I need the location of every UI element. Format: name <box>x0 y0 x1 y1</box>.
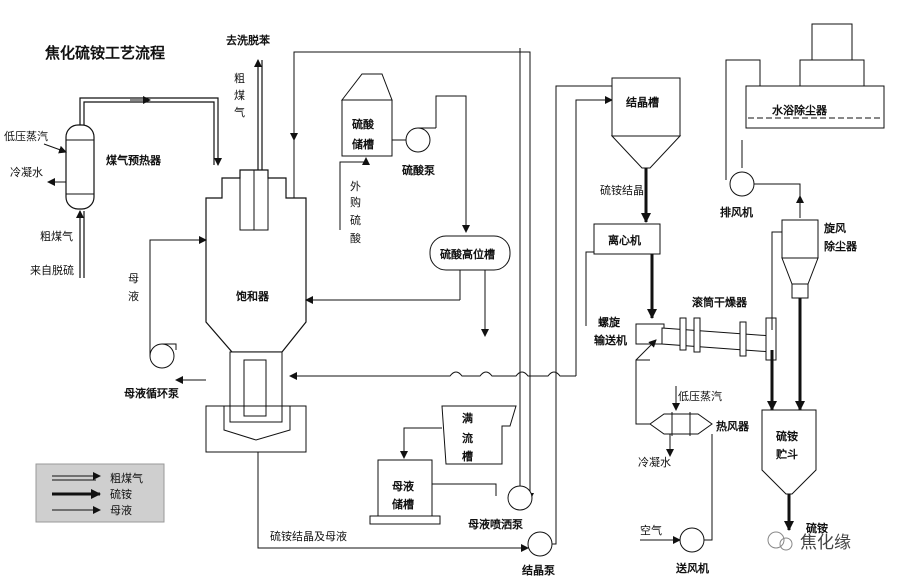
overflow-tank-label: 满 <box>462 411 473 425</box>
mother-storage-label-2: 储槽 <box>392 497 414 511</box>
overflow-tank-label-2: 流 <box>462 431 473 445</box>
air-heater <box>649 412 713 436</box>
crude-gas-vertical-label: 粗 <box>234 72 245 85</box>
purchased-acid-label-4: 酸 <box>350 231 361 245</box>
am-product-label: 硫铵 <box>806 521 828 535</box>
mother-liquor-label: 母 <box>128 272 139 285</box>
drum-dryer <box>661 317 777 361</box>
am-hopper-label-2: 贮斗 <box>775 447 798 461</box>
legend-label-gas: 粗煤气 <box>110 471 143 485</box>
mother-spray-pump-label: 母液喷洒泵 <box>468 517 523 531</box>
am-hopper <box>761 409 817 495</box>
cyclone-label-2: 除尘器 <box>824 239 858 253</box>
legend: 粗煤气 硫铵 母液 <box>35 463 165 523</box>
mother-storage <box>369 459 441 525</box>
purchased-acid-label-3: 硫 <box>350 213 361 227</box>
centrifuge <box>593 223 661 255</box>
watermark-text: 焦化缘 <box>800 533 851 553</box>
saturator <box>205 169 307 453</box>
mother-liquor-label-2: 液 <box>128 289 139 303</box>
mother-circ-pump <box>149 343 177 369</box>
gas-preheater <box>65 124 95 210</box>
am-hopper-label: 硫铵 <box>776 429 798 443</box>
gas-preheater-label: 煤气预热器 <box>106 153 162 167</box>
mother-circ-pump-label: 母液循环泵 <box>124 386 179 400</box>
blower-label: 送风机 <box>675 561 709 575</box>
condensate-right-label: 冷凝水 <box>638 455 671 469</box>
acid-head-tank <box>429 235 511 271</box>
low-pressure-steam-right-label: 低压蒸汽 <box>678 389 722 403</box>
overflow-tank <box>441 405 517 465</box>
air-heater-label: 热风器 <box>716 419 750 433</box>
exhaust-fan <box>729 171 755 197</box>
crystal-pump <box>527 531 553 557</box>
saturator-label: 饱和器 <box>236 289 270 303</box>
mother-liquor-return-line <box>289 371 576 380</box>
low-pressure-steam-left-label: 低压蒸汽 <box>4 129 48 143</box>
cyclone-dust-collector <box>781 219 819 299</box>
cyclone-label: 旋风 <box>823 221 846 235</box>
overflow-tank-label-3: 槽 <box>462 449 473 463</box>
acid-tank <box>340 73 393 157</box>
am-crystal-label: 硫铵结晶 <box>600 183 644 197</box>
screw-conveyor <box>635 323 665 345</box>
crystallizer-label: 结晶槽 <box>625 95 659 109</box>
drum-dryer-label: 滚筒干燥器 <box>692 295 748 309</box>
diagram-title: 焦化硫铵工艺流程 <box>44 44 165 62</box>
water-bath-dust-label: 水浴除尘器 <box>772 103 828 117</box>
mother-storage-label: 母液 <box>392 479 415 493</box>
crude-gas-vertical-label-2: 煤 <box>234 89 245 102</box>
purchased-acid-label: 外 <box>350 180 361 193</box>
crude-gas-vertical-label-3: 气 <box>234 105 245 119</box>
purchased-acid-label-2: 购 <box>350 195 361 209</box>
screw-conveyor-label: 螺旋 <box>598 315 621 329</box>
from-desulfurization-label: 来自脱硫 <box>30 263 74 277</box>
acid-head-tank-label: 硫酸高位槽 <box>440 247 495 261</box>
to-benzene-washing-label: 去洗脱苯 <box>226 33 271 47</box>
acid-tank-label: 硫酸 <box>352 117 375 131</box>
screw-conveyor-label-2: 输送机 <box>594 333 627 347</box>
acid-pump-label: 硫酸泵 <box>402 163 435 177</box>
air-label: 空气 <box>640 523 662 537</box>
crystal-pump-label: 结晶泵 <box>521 563 555 577</box>
mother-spray-pump <box>507 485 533 511</box>
legend-label-am: 硫铵 <box>110 487 132 501</box>
crystal-and-mother-label: 硫铵结晶及母液 <box>270 529 347 543</box>
crude-gas-in-label: 粗煤气 <box>40 229 73 243</box>
condensate-left-label: 冷凝水 <box>10 165 43 179</box>
watermark: 焦化缘 <box>767 531 851 553</box>
centrifuge-label: 离心机 <box>608 233 641 247</box>
blower <box>679 527 705 553</box>
water-bath-dust-collector <box>745 23 885 129</box>
crystallizer <box>610 77 682 169</box>
acid-tank-label-2: 储槽 <box>352 137 374 151</box>
exhaust-fan-label: 排风机 <box>720 205 753 219</box>
acid-pump <box>405 127 436 153</box>
legend-label-mother: 母液 <box>110 503 132 517</box>
